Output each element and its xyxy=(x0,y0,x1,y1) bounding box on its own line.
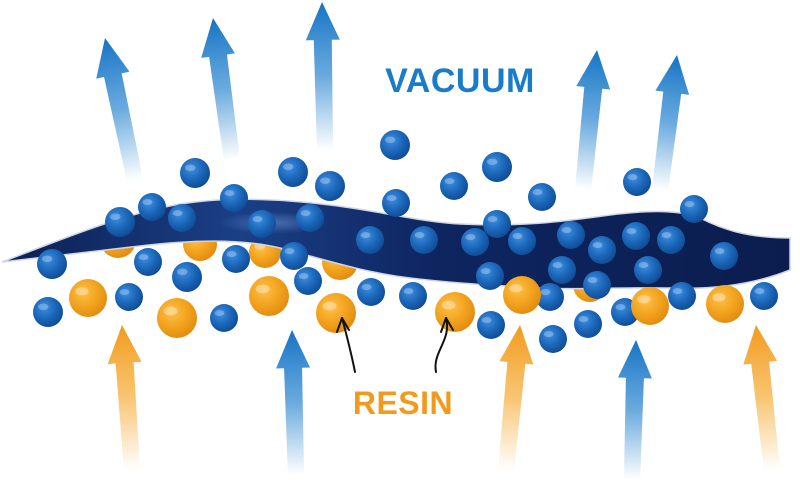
vacuum-arrow-icon xyxy=(651,55,690,192)
resin-particle xyxy=(69,279,107,317)
vacuum-particle xyxy=(356,226,384,254)
resin-particle xyxy=(706,285,744,323)
vacuum-particle xyxy=(623,168,651,196)
resin-pointer-arrows xyxy=(336,317,454,373)
resin-arrow-icon xyxy=(497,325,534,471)
particles-front xyxy=(33,130,778,353)
vacuum-particle xyxy=(477,311,505,339)
vacuum-particle xyxy=(248,210,276,238)
vacuum-particle xyxy=(557,221,585,249)
vacuum-particle xyxy=(482,152,512,182)
vacuum-particle xyxy=(315,171,345,201)
vacuum-particle xyxy=(210,304,238,332)
vacuum-particle xyxy=(33,297,63,327)
vacuum-particle xyxy=(357,278,385,306)
pointer-arrow-icon xyxy=(434,317,454,373)
vacuum-arrow-icon xyxy=(574,50,611,191)
vacuum-particle xyxy=(657,226,685,254)
vacuum-particle xyxy=(483,210,511,238)
vacuum-particle xyxy=(220,184,248,212)
vacuum-particle xyxy=(382,189,410,217)
vacuum-particle xyxy=(410,226,438,254)
vacuum-arrow-icon xyxy=(305,2,340,151)
vacuum-particle xyxy=(172,262,202,292)
vacuum-particle xyxy=(680,195,708,223)
resin-particle xyxy=(316,293,356,333)
vacuum-particle xyxy=(294,267,322,295)
vacuum-particle xyxy=(583,271,611,299)
vacuum-particle xyxy=(134,248,162,276)
vacuum-particle xyxy=(536,283,564,311)
vacuum-arrow-icon xyxy=(276,330,311,476)
vacuum-flow-arrows xyxy=(96,2,690,192)
vacuum-particle xyxy=(668,282,696,310)
resin-particle xyxy=(631,287,669,325)
vacuum-particle xyxy=(180,158,210,188)
resin-particle xyxy=(249,276,289,316)
vacuum-particle xyxy=(710,242,738,270)
resin-particle xyxy=(157,298,197,338)
vacuum-particle xyxy=(440,172,468,200)
resin-label: RESIN xyxy=(353,385,453,421)
vacuum-particle xyxy=(222,245,250,273)
resin-arrow-icon xyxy=(107,325,142,471)
vacuum-particle xyxy=(37,249,67,279)
vacuum-arrow-icon xyxy=(617,340,652,481)
vacuum-arrow-icon xyxy=(201,18,241,162)
vacuum-particle xyxy=(634,256,662,284)
vacuum-particle xyxy=(476,262,504,290)
vacuum-particle xyxy=(280,242,308,270)
resin-particle xyxy=(435,292,475,332)
vacuum-particle xyxy=(750,282,778,310)
vacuum-particle xyxy=(528,183,556,211)
vacuum-particle xyxy=(574,310,602,338)
vacuum-particle xyxy=(278,157,308,187)
vacuum-particle xyxy=(539,325,567,353)
vacuum-particle xyxy=(461,228,489,256)
vacuum-particle xyxy=(105,207,135,237)
resin-arrow-icon xyxy=(743,325,781,471)
resin-particle xyxy=(503,276,541,314)
vacuum-particle xyxy=(296,204,324,232)
vacuum-particle xyxy=(622,222,650,250)
resin-flow-arrows xyxy=(107,325,781,481)
vacuum-arrow-icon xyxy=(96,38,143,182)
vacuum-particle xyxy=(138,193,166,221)
pointer-arrow-icon xyxy=(336,317,356,373)
vacuum-label: VACUUM xyxy=(385,62,535,100)
vacuum-particle xyxy=(399,282,427,310)
vacuum-particle xyxy=(168,204,196,232)
vacuum-particle xyxy=(115,283,143,311)
vacuum-particle xyxy=(380,130,410,160)
vacuum-particle xyxy=(508,227,536,255)
vacuum-particle xyxy=(588,236,616,264)
vacuum-particle xyxy=(548,256,576,284)
